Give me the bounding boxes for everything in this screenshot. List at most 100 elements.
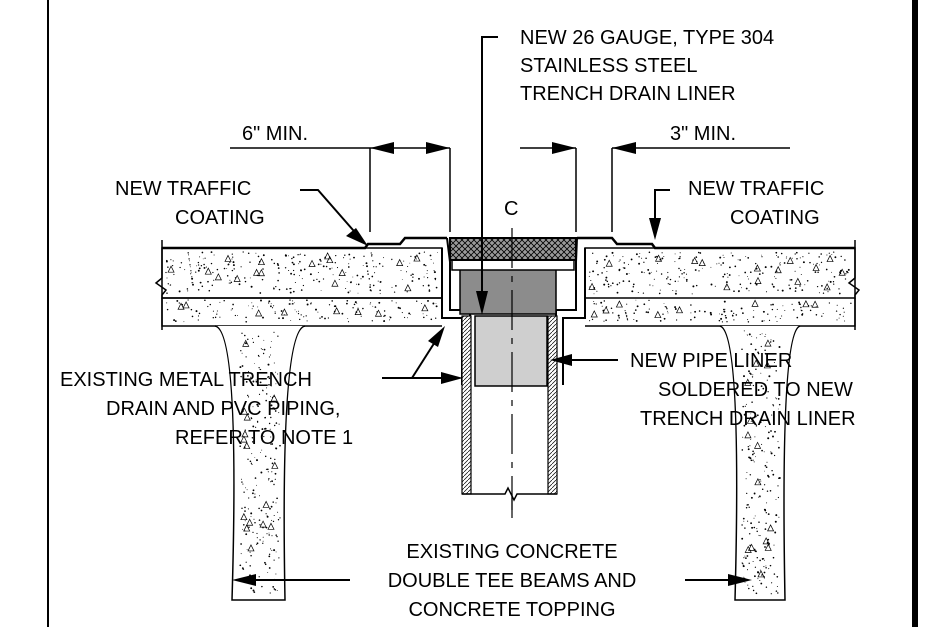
aggregate-dot: [685, 273, 688, 275]
aggregate-dot: [249, 261, 251, 263]
aggregate-dot: [210, 251, 213, 254]
aggregate-dot: [216, 268, 219, 271]
aggregate-dot: [353, 256, 355, 259]
aggregate-dot: [639, 253, 641, 255]
aggregate-dot: [255, 380, 258, 383]
aggregate-dot: [427, 284, 430, 287]
aggregate-dot: [370, 252, 372, 254]
aggregate-dot: [757, 389, 760, 391]
aggregate-dot: [757, 351, 759, 354]
aggregate-dot: [230, 309, 232, 311]
aggregate-dot: [643, 272, 645, 274]
aggregate-dot: [269, 428, 271, 430]
aggregate-dot: [772, 404, 774, 406]
aggregate-dot: [252, 380, 255, 383]
aggregate-dot: [366, 270, 369, 272]
aggregate-dot: [279, 444, 281, 447]
aggregate-dot: [763, 559, 765, 561]
aggregate-dot: [370, 302, 372, 304]
aggregate-dot: [802, 256, 804, 258]
aggregate-dot: [277, 519, 280, 521]
aggregate-dot: [625, 313, 627, 315]
aggregate-dot: [372, 305, 374, 307]
aggregate-dot: [721, 313, 723, 316]
aggregate-dot: [788, 284, 790, 286]
aggregate-dot: [727, 276, 729, 278]
traffic-coating: [162, 236, 855, 250]
aggregate-dot: [777, 485, 779, 487]
aggregate-dot: [226, 267, 228, 269]
aggregate-dot: [761, 320, 764, 322]
aggregate-dot: [770, 339, 772, 341]
aggregate-dot: [273, 559, 275, 561]
aggregate-dot: [635, 299, 637, 301]
aggregate-dot: [371, 254, 373, 256]
aggregate-dot: [256, 420, 259, 423]
aggregate-dot: [779, 262, 781, 264]
aggregate-dot: [334, 262, 336, 264]
aggregate-dot: [277, 403, 280, 405]
aggregate-dot: [275, 534, 277, 536]
aggregate-stone: [590, 310, 598, 318]
aggregate-dot: [763, 451, 765, 453]
aggregate-stone: [602, 306, 610, 314]
aggregate-dot: [391, 300, 393, 302]
aggregate-dot: [761, 443, 763, 445]
aggregate-dot: [776, 575, 779, 578]
aggregate-dot: [759, 495, 761, 498]
aggregate-dot: [405, 271, 408, 273]
aggregate-dot: [776, 398, 778, 400]
aggregate-dot: [270, 436, 272, 438]
aggregate-dot: [265, 513, 267, 515]
aggregate-dot: [750, 343, 753, 346]
aggregate-dot: [663, 317, 666, 320]
aggregate-dot: [753, 452, 755, 454]
aggregate-dot: [774, 531, 777, 534]
aggregate-stone: [413, 254, 421, 262]
aggregate-dot: [412, 276, 414, 278]
aggregate-dot: [618, 282, 621, 284]
aggregate-dot: [742, 312, 744, 314]
aggregate-dot: [266, 468, 269, 471]
aggregate-dot: [741, 524, 743, 526]
aggregate-dot: [347, 291, 350, 294]
aggregate-dot: [273, 407, 276, 410]
aggregate-dot: [245, 320, 248, 323]
aggregate-dot: [252, 305, 254, 307]
aggregate-dot: [765, 567, 767, 569]
aggregate-dot: [765, 586, 768, 588]
aggregate-dot: [627, 263, 630, 265]
aggregate-dot: [435, 317, 437, 319]
aggregate-dot: [437, 252, 439, 254]
aggregate-dot: [239, 366, 242, 369]
aggregate-dot: [209, 303, 211, 306]
aggregate-dot: [752, 585, 754, 588]
aggregate-dot: [752, 316, 755, 318]
aggregate-dot: [714, 285, 716, 287]
aggregate-dot: [753, 517, 755, 519]
aggregate-dot: [328, 304, 331, 306]
aggregate-dot: [754, 566, 757, 568]
aggregate-dot: [698, 310, 701, 312]
aggregate-dot: [204, 299, 206, 301]
aggregate-stone: [374, 309, 383, 317]
aggregate-dot: [810, 305, 812, 307]
aggregate-dot: [378, 262, 381, 265]
existing-drain-line2: DRAIN AND PVC PIPING,: [106, 398, 341, 420]
aggregate-dot: [187, 290, 189, 292]
aggregate-dot: [747, 503, 749, 506]
aggregate-dot: [317, 271, 319, 274]
aggregate-dot: [643, 303, 646, 306]
aggregate-dot: [304, 254, 306, 257]
aggregate-dot: [291, 257, 293, 260]
aggregate-dot: [379, 281, 382, 283]
aggregate-dot: [601, 305, 603, 307]
aggregate-dot: [645, 311, 648, 313]
aggregate-dot: [425, 264, 427, 267]
existing-drain-line1: EXISTING METAL TRENCH: [60, 369, 312, 391]
aggregate-dot: [815, 314, 818, 316]
aggregate-dot: [258, 519, 261, 521]
aggregate-dot: [251, 453, 253, 455]
dimension-3-inch-min: 3" MIN.: [520, 123, 790, 232]
aggregate-dot: [243, 524, 245, 526]
